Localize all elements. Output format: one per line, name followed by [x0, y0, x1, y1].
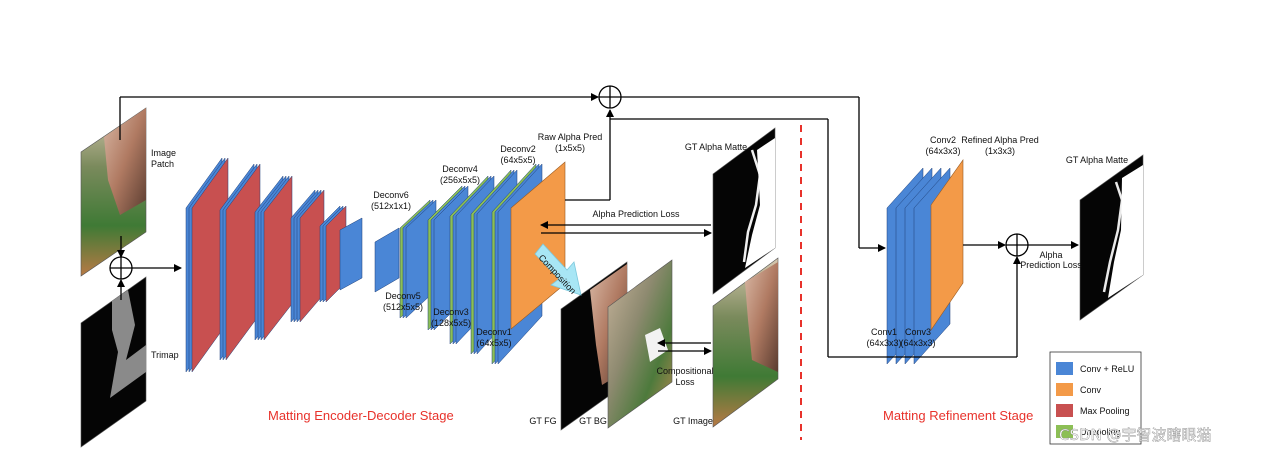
encoder-decoder-stage-title: Matting Encoder-Decoder Stage	[268, 408, 454, 423]
gt-bg-image	[607, 259, 673, 429]
gt-image-label: GT Image	[673, 416, 713, 426]
encoder-layers	[185, 157, 363, 373]
deconv6-layer	[374, 227, 400, 293]
trimap-image	[80, 276, 147, 448]
gt-image	[712, 257, 779, 428]
gt-alpha-matte-label-1: GT Alpha Matte	[685, 142, 747, 152]
conv1-label: Conv1(64x3x3)	[866, 327, 901, 348]
encoder-conv-layer	[339, 217, 363, 291]
deconv1-label: Deconv1(64x5x5)	[476, 327, 512, 348]
image-patch-photo	[80, 107, 147, 277]
legend-swatch	[1056, 404, 1073, 417]
conv2-label: Conv2(64x3x3)	[925, 135, 960, 156]
gt-alpha-matte-label-2: GT Alpha Matte	[1066, 155, 1128, 165]
gt-bg-label: GT BG	[579, 416, 607, 426]
refined-alpha-pred-layer	[930, 159, 964, 331]
deconv6-label: Deconv6(512x1x1)	[371, 190, 411, 211]
deconv3-label: Deconv3(128x5x5)	[431, 307, 471, 328]
raw-alpha-label: Raw Alpha Pred(1x5x5)	[538, 132, 603, 153]
legend-label: Unpooling	[1080, 427, 1121, 437]
deconv4-label: Deconv4(256x5x5)	[440, 164, 480, 185]
trimap-label: Trimap	[151, 350, 179, 360]
connections	[109, 85, 1079, 358]
legend-swatch	[1056, 362, 1073, 375]
alpha-loss-label-1: Alpha Prediction Loss	[592, 209, 680, 219]
legend-label: Conv + ReLU	[1080, 364, 1134, 374]
refinement-stage-title: Matting Refinement Stage	[883, 408, 1033, 423]
legend-swatch	[1056, 383, 1073, 396]
refined-alpha-label: Refined Alpha Pred(1x3x3)	[961, 135, 1039, 156]
deconv2-label: Deconv2(64x5x5)	[500, 144, 536, 165]
legend-label: Conv	[1080, 385, 1102, 395]
conv3-label: Conv3(64x3x3)	[900, 327, 935, 348]
legend-swatch	[1056, 425, 1073, 438]
gt-alpha-matte-image-1	[712, 127, 776, 295]
watermark: CSDN @宇智波瞎眼猫	[1059, 426, 1212, 444]
gt-fg-label: GT FG	[529, 416, 556, 426]
deconv5-label: Deconv5(512x5x5)	[383, 291, 423, 312]
gt-alpha-matte-image-2	[1079, 154, 1144, 321]
legend-label: Max Pooling	[1080, 406, 1130, 416]
